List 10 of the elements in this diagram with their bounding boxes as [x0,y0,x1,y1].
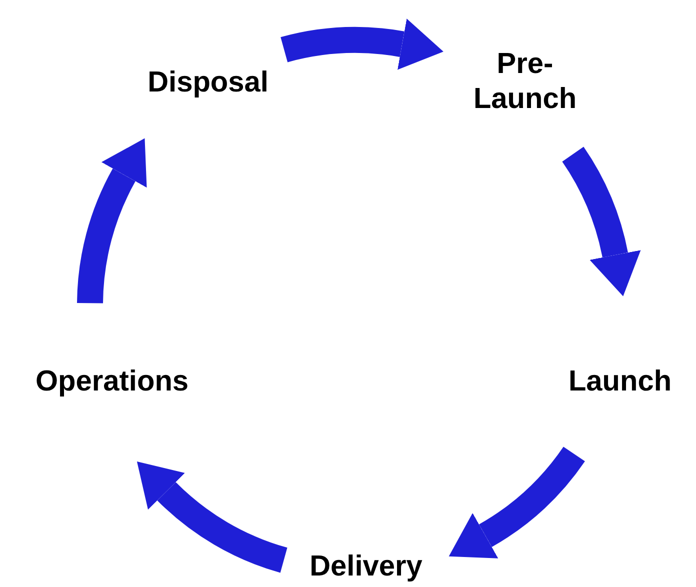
curved-arrow [135,463,288,572]
stage-label: Operations [2,364,222,400]
stage-label: Disposal [118,66,298,100]
stage-label: Delivery [276,550,456,584]
stage-label: Launch [540,364,696,400]
stage-label: Pre- Launch [470,47,580,117]
curved-arrow [77,137,148,304]
curved-arrow [562,147,640,296]
curved-arrow [450,446,584,558]
curved-arrow [281,18,444,70]
